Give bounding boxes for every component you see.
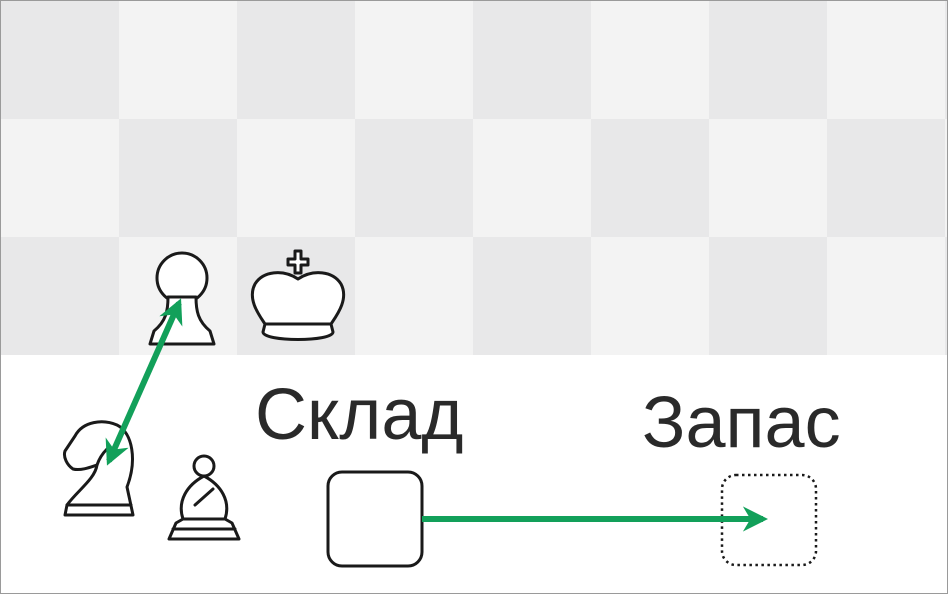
white-king-icon[interactable] bbox=[250, 249, 346, 341]
reserve-label: Запас bbox=[642, 383, 841, 463]
board-square[interactable] bbox=[591, 1, 709, 119]
board-square[interactable] bbox=[945, 119, 947, 237]
board-square[interactable] bbox=[1, 119, 119, 237]
board-square[interactable] bbox=[827, 119, 945, 237]
board-square[interactable] bbox=[355, 1, 473, 119]
board-square[interactable] bbox=[119, 1, 237, 119]
storage-label: Склад bbox=[255, 375, 464, 455]
board-square[interactable] bbox=[237, 119, 355, 237]
board-square[interactable] bbox=[827, 1, 945, 119]
board-square[interactable] bbox=[1, 1, 119, 119]
board-square[interactable] bbox=[709, 1, 827, 119]
board-square[interactable] bbox=[709, 119, 827, 237]
board-square[interactable] bbox=[827, 237, 945, 355]
board-square[interactable] bbox=[473, 237, 591, 355]
board-square[interactable] bbox=[591, 119, 709, 237]
white-bishop-icon[interactable] bbox=[167, 454, 241, 541]
board-square[interactable] bbox=[355, 237, 473, 355]
board-square[interactable] bbox=[1, 237, 119, 355]
reserve-slot[interactable] bbox=[720, 473, 818, 567]
board-square[interactable] bbox=[119, 119, 237, 237]
white-pawn-icon[interactable] bbox=[148, 251, 216, 346]
board-square[interactable] bbox=[237, 1, 355, 119]
board-square[interactable] bbox=[945, 237, 947, 355]
board-square[interactable] bbox=[473, 119, 591, 237]
knight-pawn-swap-arrow bbox=[105, 298, 183, 466]
chess-board bbox=[1, 1, 947, 355]
board-square[interactable] bbox=[473, 1, 591, 119]
board-square[interactable] bbox=[709, 237, 827, 355]
board-square[interactable] bbox=[945, 1, 947, 119]
storage-slot[interactable] bbox=[326, 470, 424, 568]
board-square[interactable] bbox=[355, 119, 473, 237]
board-square[interactable] bbox=[591, 237, 709, 355]
